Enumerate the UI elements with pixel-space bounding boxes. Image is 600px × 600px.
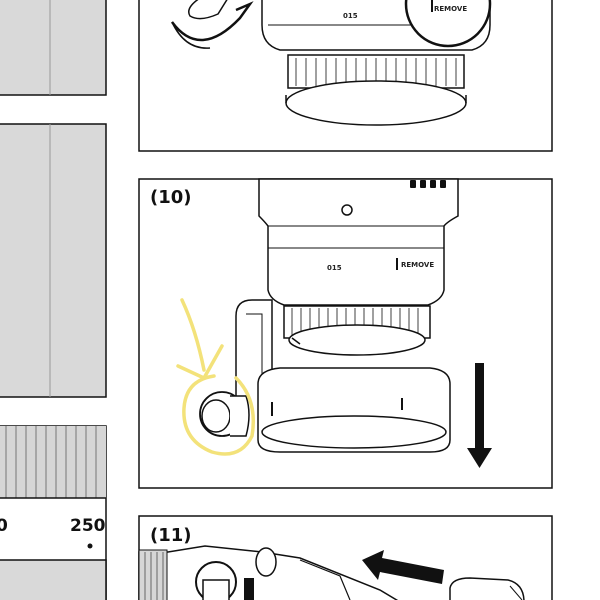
panel-step11: (11) [138, 515, 553, 600]
focus-scale-left-value: 0 [0, 516, 8, 536]
step10-label: (10) [150, 187, 192, 208]
lens-barrel [258, 178, 459, 306]
focus-grip-angled [138, 549, 168, 600]
annotation-arrow-shaft [180, 298, 206, 372]
rotate-arrow [170, 1, 254, 42]
panel-step10: (10) 015 REMOVE [138, 178, 553, 489]
lens-switch-ridges [410, 180, 446, 188]
lens-serial-top: 015 [343, 12, 358, 20]
twist-hand [188, 0, 228, 20]
handwritten-annotation [176, 298, 256, 456]
focus-scale-index-dot [87, 543, 93, 549]
mount-ridges-top [295, 58, 457, 86]
down-arrow-shaft [475, 363, 484, 449]
lens-screw [341, 204, 353, 216]
left-arrow [362, 550, 444, 584]
tripod-collar-removed [449, 577, 525, 600]
remove-lever-callout [404, 0, 492, 48]
down-arrow-head [467, 448, 492, 468]
left-panels: 0 250 [0, 0, 107, 600]
lens-serial: 015 [327, 264, 342, 272]
step11-label: (11) [150, 525, 192, 546]
remove-label-top: REMOVE [434, 5, 467, 13]
left-panel-bottom-band [0, 559, 107, 600]
rear-cap-top [285, 80, 467, 126]
lens-ring-detail [255, 547, 277, 577]
annotation-circle [182, 374, 256, 456]
focus-grip-angled-ridges [144, 552, 164, 600]
rear-cap [288, 324, 426, 356]
focus-ring-grip [0, 426, 106, 498]
focus-scale-value: 250 [70, 516, 106, 536]
lens-switch-mark [244, 578, 254, 600]
focus-ring-grip-ridges [5, 426, 97, 498]
remove-label: REMOVE [401, 261, 434, 269]
panel-step9: 015 REMOVE [138, 0, 553, 152]
left-panel-middle [0, 123, 107, 398]
collar-inner-edge [261, 415, 447, 449]
left-panel-top [0, 0, 107, 96]
